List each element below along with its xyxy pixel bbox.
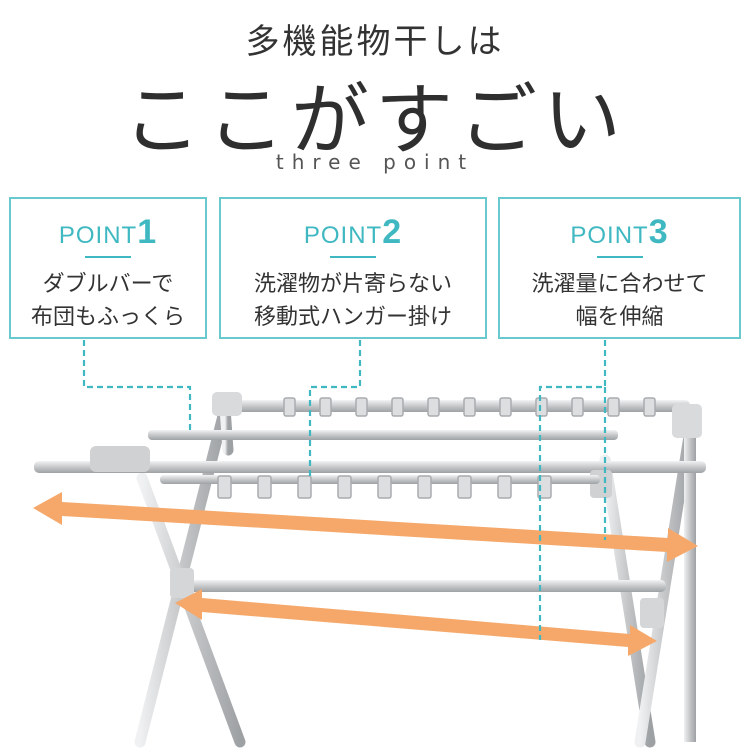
leader-line-point2 — [308, 340, 362, 480]
point-2-line2: 移動式ハンガー掛け — [253, 305, 452, 330]
point-3-label: POINT — [570, 222, 649, 249]
point-card-1: POINT1 ダブルバーで 布団もふっくら — [9, 197, 207, 339]
point-card-3: POINT3 洗濯量に合わせて 幅を伸縮 — [498, 197, 741, 339]
point-3-heading: POINT3 — [500, 213, 739, 252]
point-2-heading: POINT2 — [221, 213, 485, 252]
point-1-heading: POINT1 — [11, 213, 205, 252]
header-english: three point — [275, 150, 475, 174]
expand-arrow-lower — [175, 589, 657, 656]
header-subtitle: 多機能物干しは — [245, 22, 505, 62]
header-title: ここがすごい — [122, 76, 627, 166]
front-hanger-clips — [217, 475, 552, 499]
point-card-2: POINT2 洗濯物が片寄らない 移動式ハンガー掛け — [219, 197, 487, 339]
point-1-line2: 布団もふっくら — [30, 305, 185, 330]
point-3-underline — [596, 256, 643, 258]
point-2-number: 2 — [382, 213, 403, 251]
rack-lower-bar — [170, 568, 666, 628]
point-3-number: 3 — [648, 213, 669, 251]
point-1-line1: ダブルバーで — [42, 272, 174, 297]
point-3-line1: 洗濯量に合わせて — [531, 272, 708, 297]
leader-lines — [82, 340, 607, 640]
leader-line-point3 — [538, 340, 607, 640]
rack-legs — [134, 402, 696, 748]
back-hanger-clips — [283, 397, 656, 417]
rack-back-frame — [212, 392, 702, 742]
rack-front-bar — [34, 446, 706, 498]
point-1-underline — [85, 256, 131, 258]
point-1-number: 1 — [137, 213, 158, 251]
point-1-label: POINT — [58, 222, 138, 249]
rack-middle-bar — [148, 430, 618, 440]
point-2-underline — [330, 256, 376, 258]
point-3-line2: 幅を伸縮 — [575, 305, 664, 330]
point-2-line1: 洗濯物が片寄らない — [253, 272, 452, 297]
expand-arrow-upper — [33, 492, 698, 562]
leader-line-point1 — [82, 340, 192, 430]
point-2-label: POINT — [303, 222, 383, 249]
